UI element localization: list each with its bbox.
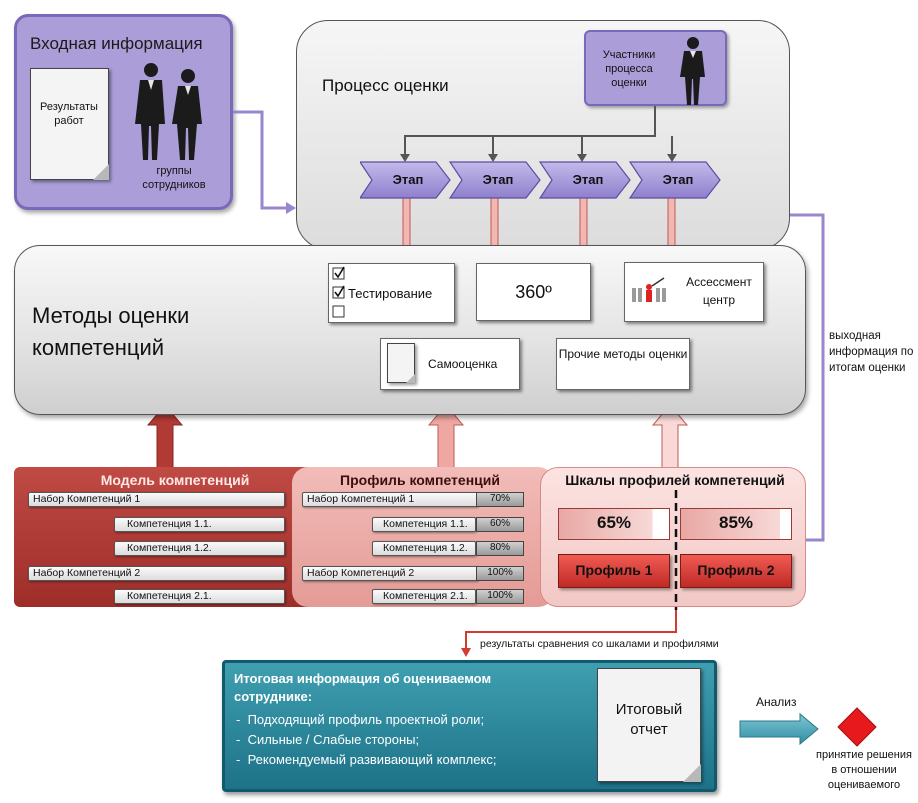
- method-360-box: [476, 263, 591, 321]
- summary-title: Итоговая информация об оцениваемом сотру…: [234, 671, 492, 704]
- scales-divider: [674, 490, 678, 610]
- stage-1-label: Этап: [392, 172, 424, 187]
- summary-bullet-2: - Сильные / Слабые стороны;: [236, 732, 420, 747]
- document-fold: [93, 164, 109, 180]
- other-methods-label: Прочие методы оценки: [558, 347, 688, 361]
- stages-row: [360, 161, 721, 199]
- checklist-icon: [332, 266, 345, 318]
- assessment-group-icon: [632, 277, 666, 302]
- stage-1-chevron: [360, 161, 451, 199]
- model-set-1: Набор Компетенций 1: [28, 492, 285, 507]
- analysis-label: Анализ: [756, 695, 797, 709]
- model-competency-1-2: Компетенция 1.2.: [114, 541, 285, 556]
- scale-1-value: 65%: [558, 508, 670, 540]
- stage-2-label: Этап: [482, 172, 514, 187]
- summary-bullet-3: - Рекомендуемый развивающий комплекс;: [236, 752, 497, 767]
- stage-2-chevron: [448, 161, 541, 199]
- profile-2-button: Профиль 2: [680, 554, 792, 588]
- profile-competency-2-1: Компетенция 2.1.: [372, 589, 476, 604]
- profile-competency-1-2-value: 80%: [476, 541, 524, 556]
- method-360-label: 360º: [515, 282, 552, 302]
- work-results-label: Результаты работ: [40, 101, 98, 127]
- comparison-results-label: результаты сравнения со шкалами и профил…: [480, 638, 719, 650]
- model-competency-2-1: Компетенция 2.1.: [114, 589, 285, 604]
- scales-title: Шкалы профилей компетенций: [565, 472, 785, 488]
- participants-label: Участники процесса оценки: [602, 49, 656, 89]
- other-methods-box: [556, 338, 690, 390]
- output-info-label: выходная информация по итогам оценки: [829, 330, 914, 374]
- competency-model-panel: [14, 467, 314, 607]
- scale-2-value: 85%: [680, 508, 792, 540]
- profile-1-button: Профиль 1: [558, 554, 670, 588]
- final-report-label: Итоговый отчет: [615, 701, 683, 738]
- profile-competency-1-2: Компетенция 1.2.: [372, 541, 476, 556]
- stage-4-label: Этап: [662, 172, 694, 187]
- summary-bullet-1: - Подходящий профиль проектной роли;: [236, 712, 485, 727]
- decision-diamond-icon: [837, 707, 877, 747]
- profile-set-2: Набор Компетенций 2: [302, 566, 478, 581]
- profile-competency-2-1-value: 100%: [476, 589, 524, 604]
- assessment-process-title: Процесс оценки: [322, 76, 449, 95]
- profile-set-2-value: 100%: [476, 566, 524, 581]
- employee-groups-label: группы сотрудников: [142, 165, 206, 191]
- participants-box: [584, 30, 727, 106]
- testing-box: [328, 263, 455, 323]
- methods-title: Методы оценки компетенций: [32, 303, 190, 360]
- participant-person-icon: [680, 37, 705, 105]
- document-icon: [30, 68, 109, 180]
- stage-3-label: Этап: [572, 172, 604, 187]
- competency-profile-panel: [292, 467, 554, 607]
- profile-competency-1-1: Компетенция 1.1.: [372, 517, 476, 532]
- profile-set-1-value: 70%: [476, 492, 524, 507]
- self-assessment-label: Самооценка: [428, 357, 498, 371]
- model-competency-1-1: Компетенция 1.1.: [114, 517, 285, 532]
- competency-profile-title: Профиль компетенций: [340, 472, 500, 488]
- decision-label: принятие решения в отношении оцениваемог…: [816, 749, 912, 791]
- input-flow-line: [233, 110, 288, 210]
- people-group-icon: [135, 63, 202, 160]
- stage-4-chevron: [628, 161, 721, 199]
- input-panel-title: Входная информация: [30, 34, 203, 53]
- analysis-arrow: [739, 712, 819, 746]
- profile-competency-1-1-value: 60%: [476, 517, 524, 532]
- stage-3-chevron: [538, 161, 631, 199]
- competency-model-title: Модель компетенций: [100, 472, 250, 488]
- assessment-center-label: Ассессмент центр: [686, 275, 752, 307]
- profile-set-1: Набор Компетенций 1: [302, 492, 478, 507]
- self-assessment-doc-icon: [387, 343, 415, 383]
- model-set-2: Набор Компетенций 2: [28, 566, 285, 581]
- testing-label: Тестирование: [348, 286, 433, 301]
- final-report-doc-icon: [597, 668, 701, 782]
